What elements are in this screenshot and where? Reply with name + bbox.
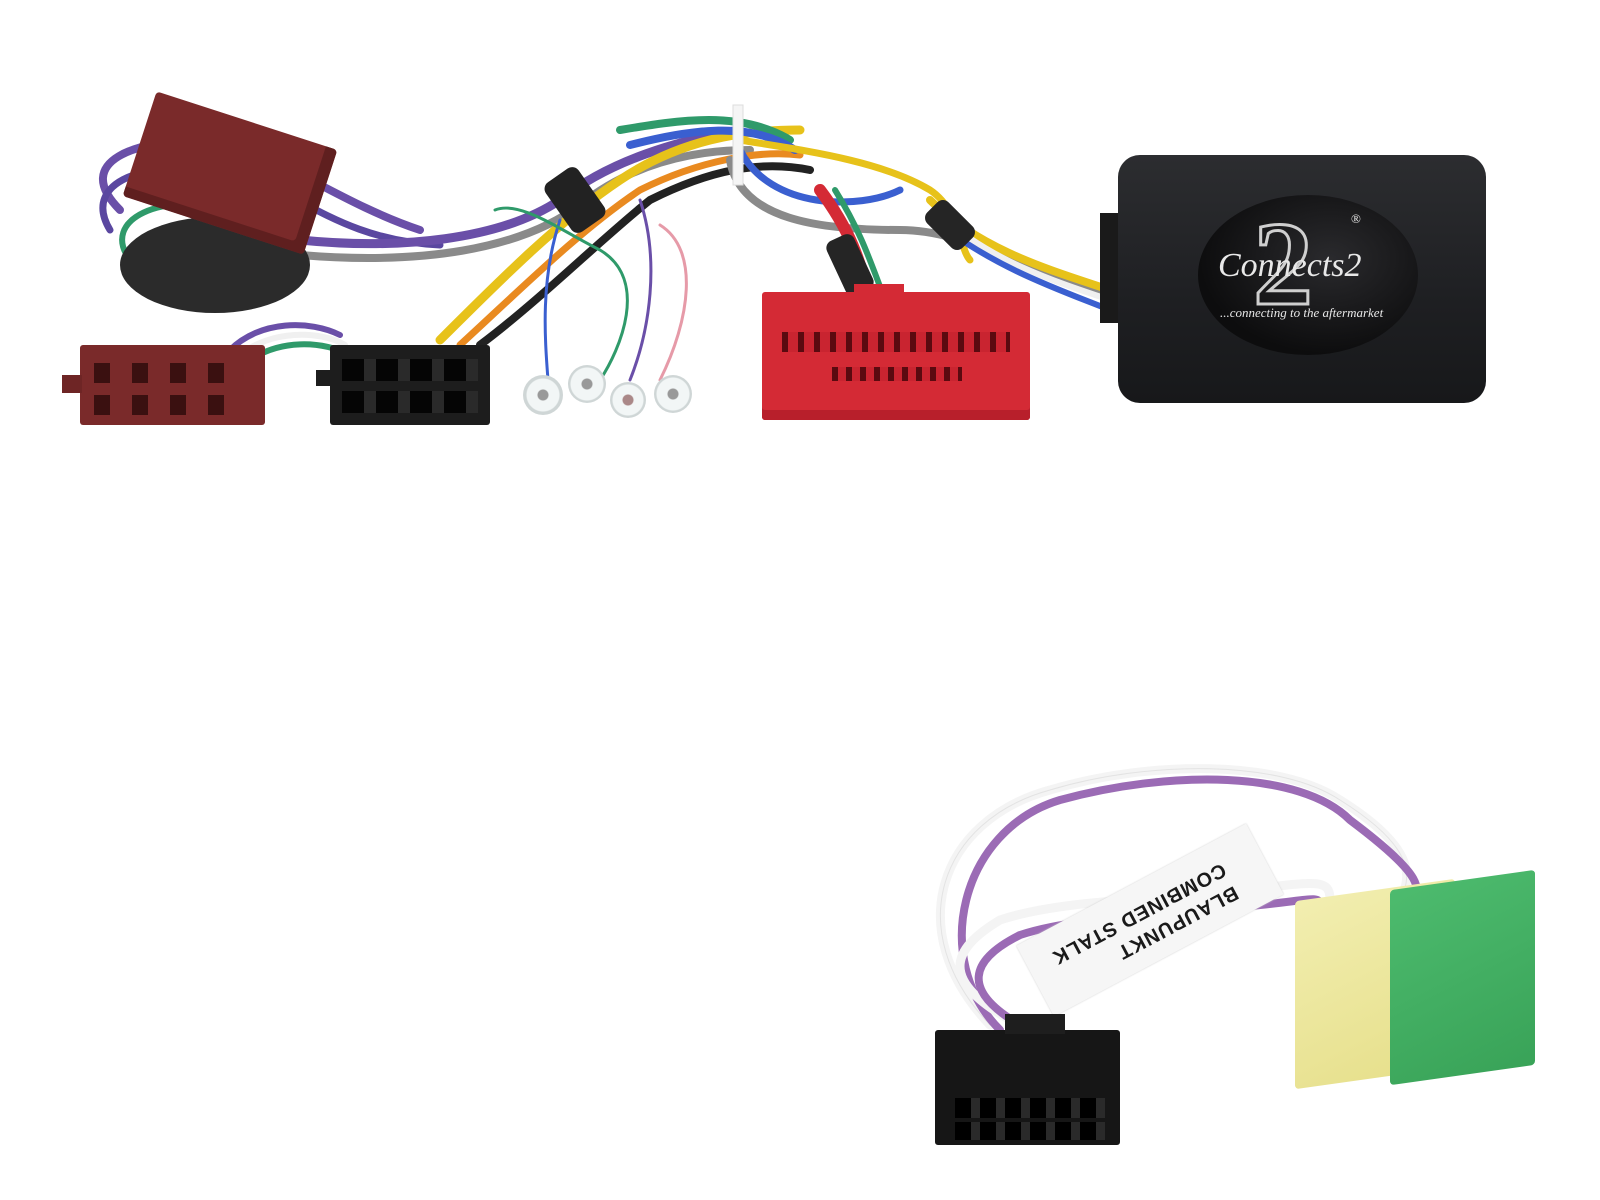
iso-speaker-connector <box>316 345 490 425</box>
logo-wordmark: Connects2 <box>1218 247 1362 284</box>
logo-tagline: ...connecting to the aftermarket <box>1220 305 1384 320</box>
ring-terminal <box>654 375 692 413</box>
interface-box <box>1100 213 1120 323</box>
registered-mark: ® <box>1351 211 1361 226</box>
vehicle-connector-red <box>762 284 1030 420</box>
ring-terminal <box>523 375 563 415</box>
connects2-logo: 2 Connects2 ® ...connecting to the after… <box>1118 155 1486 403</box>
interface-box: 2 Connects2 ® ...connecting to the after… <box>1118 155 1486 403</box>
iso-power-connector-lower <box>62 345 265 425</box>
ring-terminal <box>568 365 606 403</box>
mini-iso-green-connector <box>1390 869 1535 1086</box>
logo-numeral: 2 <box>1252 196 1315 332</box>
ring-terminal <box>610 382 646 418</box>
molex-12pin-connector <box>935 1014 1120 1145</box>
